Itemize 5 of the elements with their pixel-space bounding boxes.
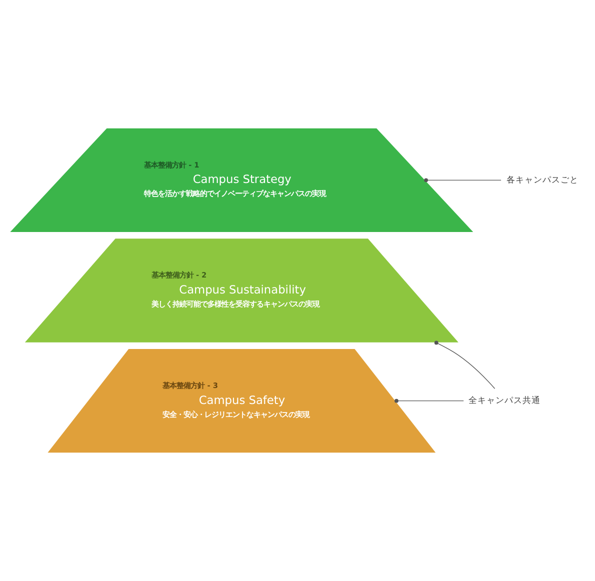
connector	[434, 340, 496, 389]
connector	[394, 398, 464, 403]
node-text: 全キャンパス共通	[468, 396, 540, 406]
connector	[424, 178, 502, 182]
node-text: 各キャンパスごと	[506, 175, 579, 186]
